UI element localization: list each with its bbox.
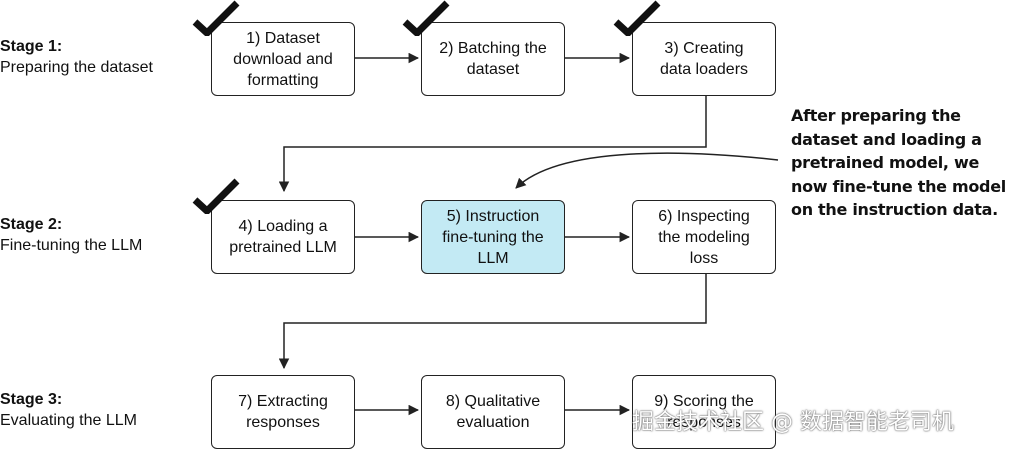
annotation-text: After preparing the dataset and loading a…	[791, 104, 1006, 222]
text-line: 3) Creating	[664, 40, 744, 57]
text-line: 2) Batching the	[439, 40, 547, 57]
text-lines: 4) Loading a pretrained LLM	[229, 216, 337, 258]
text-lines: 9) Scoring the responses	[654, 391, 754, 433]
stage-2-label: Stage 2: Fine-tuning the LLM	[0, 214, 142, 256]
step-3-box: 3) Creating data loaders	[632, 22, 776, 96]
checkmark-icon	[192, 0, 240, 36]
stage-1-title: Stage 1:	[0, 38, 63, 55]
text-line: pretrained model, we	[791, 153, 980, 172]
arrow-step-3-to-4	[278, 95, 707, 193]
text-line: now fine-tune the model	[791, 176, 1006, 196]
stage-3-label: Stage 3: Evaluating the LLM	[0, 389, 137, 431]
text-line: dataset and loading a	[791, 129, 982, 149]
text-lines: 3) Creating data loaders	[660, 38, 748, 80]
text-line: on the instruction data.	[791, 200, 998, 219]
text-line: 5) Instruction	[446, 207, 540, 225]
text-lines: 1) Dataset download and formatting	[233, 28, 333, 91]
text-line: 4) Loading a	[238, 218, 328, 235]
step-1-box: 1) Dataset download and formatting	[211, 22, 355, 96]
text-lines: 2) Batching the dataset	[439, 38, 547, 80]
text-lines: 7) Extracting responses	[238, 391, 328, 433]
text-line: the modeling	[658, 228, 750, 246]
text-line: dataset	[466, 61, 520, 78]
text-line: formatting	[247, 71, 319, 89]
annotation-pointer-arrow	[515, 152, 779, 189]
step-7-box: 7) Extracting responses	[211, 375, 355, 449]
text-line: loss	[689, 249, 719, 267]
text-line: 7) Extracting	[238, 393, 328, 410]
text-line: 6) Inspecting	[658, 207, 750, 225]
step-2-box: 2) Batching the dataset	[421, 22, 565, 96]
text-line: evaluation	[456, 414, 530, 431]
checkmark-icon	[192, 178, 240, 214]
text-line: fine-tuning the	[442, 228, 544, 246]
text-lines: 6) Inspecting the modeling loss	[658, 206, 750, 269]
stage-1-label: Stage 1: Preparing the dataset	[0, 36, 153, 78]
text-line: responses	[246, 414, 320, 431]
text-line: pretrained LLM	[229, 239, 337, 256]
text-line: data loaders	[659, 61, 749, 78]
checkmark-icon	[613, 0, 661, 36]
text-line: download and	[233, 50, 333, 68]
text-line: 1) Dataset	[246, 29, 320, 47]
stage-2-description: Fine-tuning the LLM	[0, 237, 143, 254]
text-line: After preparing the	[791, 106, 961, 125]
text-line: 8) Qualitative	[445, 393, 541, 410]
arrow-step-6-to-7	[278, 272, 707, 370]
step-4-box: 4) Loading a pretrained LLM	[211, 200, 355, 274]
stage-1-description: Preparing the dataset	[0, 59, 153, 76]
text-lines: After preparing the dataset and loading a…	[791, 104, 1006, 222]
step-6-box: 6) Inspecting the modeling loss	[632, 200, 776, 274]
text-line: responses	[667, 414, 741, 431]
step-8-box: 8) Qualitative evaluation	[421, 375, 565, 449]
checkmark-icon	[402, 0, 450, 36]
text-line: LLM	[477, 249, 509, 267]
text-lines: 8) Qualitative evaluation	[446, 391, 540, 433]
step-9-box: 9) Scoring the responses	[632, 375, 776, 449]
stage-3-title: Stage 3:	[0, 391, 63, 408]
stage-2-title: Stage 2:	[0, 216, 63, 233]
stage-3-description: Evaluating the LLM	[0, 412, 137, 429]
watermark: 掘金技术社区 @ 数据智能老司机	[632, 410, 954, 435]
text-line: 9) Scoring the	[654, 393, 754, 410]
